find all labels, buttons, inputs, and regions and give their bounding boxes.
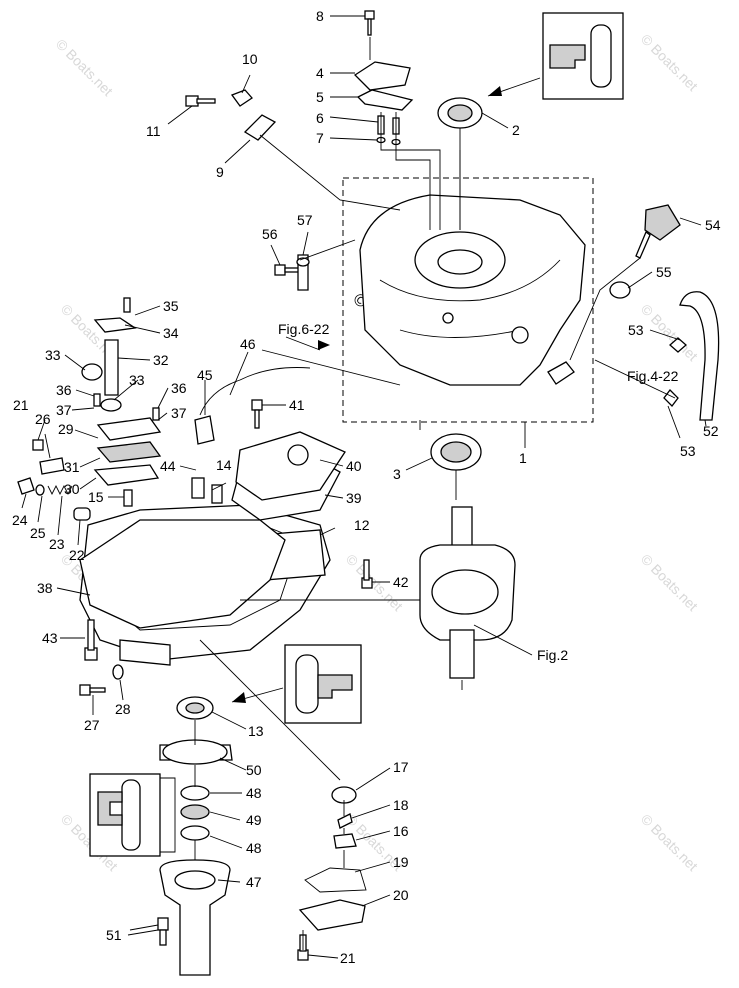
watermark: © Boats.net xyxy=(638,301,701,364)
callout-11: 11 xyxy=(146,123,161,139)
detail-inset-bottom xyxy=(89,773,176,857)
watermark: © Boats.net xyxy=(638,31,701,94)
callout-8: 8 xyxy=(316,8,324,24)
callout-53-lower: 53 xyxy=(680,443,696,459)
callout-22: 22 xyxy=(69,547,85,563)
bolts xyxy=(79,559,373,696)
plate-and-pins xyxy=(353,10,414,146)
callout-33-right: 33 xyxy=(129,372,145,388)
callout-56: 56 xyxy=(262,226,278,242)
callout-6: 6 xyxy=(316,110,324,126)
callout-51: 51 xyxy=(106,927,122,943)
callout-17: 17 xyxy=(393,759,409,775)
callout-19: 19 xyxy=(393,854,409,870)
callout-4: 4 xyxy=(316,65,324,81)
callout-18: 18 xyxy=(393,797,409,813)
callout-43: 43 xyxy=(42,630,58,646)
callout-48-bottom: 48 xyxy=(246,840,262,856)
callout-36-right: 36 xyxy=(171,380,187,396)
callout-9: 9 xyxy=(216,164,224,180)
callout-36-left: 36 xyxy=(56,382,72,398)
callout-7: 7 xyxy=(316,130,324,146)
watermark: © Boats.net xyxy=(638,551,701,614)
callout-38: 38 xyxy=(37,580,53,596)
callout-39: 39 xyxy=(346,490,362,506)
callout-13: 13 xyxy=(248,723,264,739)
callout-3: 3 xyxy=(393,466,401,482)
detail-inset-top xyxy=(487,12,624,100)
callout-5: 5 xyxy=(316,89,324,105)
callout-30: 30 xyxy=(64,481,80,497)
callout-28: 28 xyxy=(115,701,131,717)
crankcase-upper xyxy=(359,194,586,386)
callout-52: 52 xyxy=(703,423,719,439)
callout-1: 1 xyxy=(519,450,527,466)
callout-47: 47 xyxy=(246,874,262,890)
callout-44: 44 xyxy=(160,458,176,474)
lower-seal-stack xyxy=(157,696,233,976)
ref-fig-4-22: Fig.4-22 xyxy=(627,368,679,384)
callout-23: 23 xyxy=(49,536,65,552)
callout-31: 31 xyxy=(64,459,80,475)
relief-valve-parts xyxy=(17,439,133,521)
callout-27: 27 xyxy=(84,717,100,733)
callout-35: 35 xyxy=(163,298,179,314)
callout-15: 15 xyxy=(88,489,104,505)
bracket-and-bolt xyxy=(185,89,277,141)
callout-24: 24 xyxy=(12,512,28,528)
callout-49: 49 xyxy=(246,812,262,828)
oil-filler-cap xyxy=(609,204,720,421)
callout-32: 32 xyxy=(153,352,169,368)
ref-fig-2: Fig.2 xyxy=(537,647,568,663)
callout-50: 50 xyxy=(246,762,262,778)
callout-57: 57 xyxy=(297,212,313,228)
callout-12: 12 xyxy=(354,517,370,533)
callout-10: 10 xyxy=(242,51,258,67)
callout-26: 26 xyxy=(35,411,51,427)
callout-16: 16 xyxy=(393,823,409,839)
callout-14: 14 xyxy=(216,457,232,473)
callout-21-top: 21 xyxy=(13,397,29,413)
callout-leaders xyxy=(21,15,707,959)
callout-25: 25 xyxy=(30,525,46,541)
assembly-lines xyxy=(129,37,676,950)
watermark: © Boats.net xyxy=(638,811,701,874)
oil-seal xyxy=(437,97,483,129)
callout-40: 40 xyxy=(346,458,362,474)
watermark: © Boats.net xyxy=(53,36,116,99)
callout-54: 54 xyxy=(705,217,721,233)
callout-20: 20 xyxy=(393,887,409,903)
callout-21-bottom: 21 xyxy=(340,950,356,966)
callout-34: 34 xyxy=(163,325,179,341)
callout-48-top: 48 xyxy=(246,785,262,801)
detail-inset-middle xyxy=(231,644,362,724)
ref-fig-6-22: Fig.6-22 xyxy=(278,321,330,337)
callout-33-left: 33 xyxy=(45,347,61,363)
callout-55: 55 xyxy=(656,264,672,280)
gaskets-and-cable xyxy=(79,367,346,629)
bearing xyxy=(430,433,482,471)
callout-labels: 1 2 3 4 5 6 7 8 9 10 11 12 13 14 15 16 1… xyxy=(12,8,721,966)
callout-42: 42 xyxy=(393,574,409,590)
callout-41: 41 xyxy=(289,397,305,413)
callout-53-upper: 53 xyxy=(628,322,644,338)
callout-2: 2 xyxy=(512,122,520,138)
callout-46: 46 xyxy=(240,336,256,352)
callout-29: 29 xyxy=(58,421,74,437)
callout-37-left: 37 xyxy=(56,402,72,418)
bolt-and-stay xyxy=(274,254,310,291)
callout-45: 45 xyxy=(197,367,213,383)
crankcase-group-box xyxy=(342,177,594,423)
breather-assembly xyxy=(81,297,162,486)
callout-37-right: 37 xyxy=(171,405,187,421)
crankshaft xyxy=(419,506,516,679)
